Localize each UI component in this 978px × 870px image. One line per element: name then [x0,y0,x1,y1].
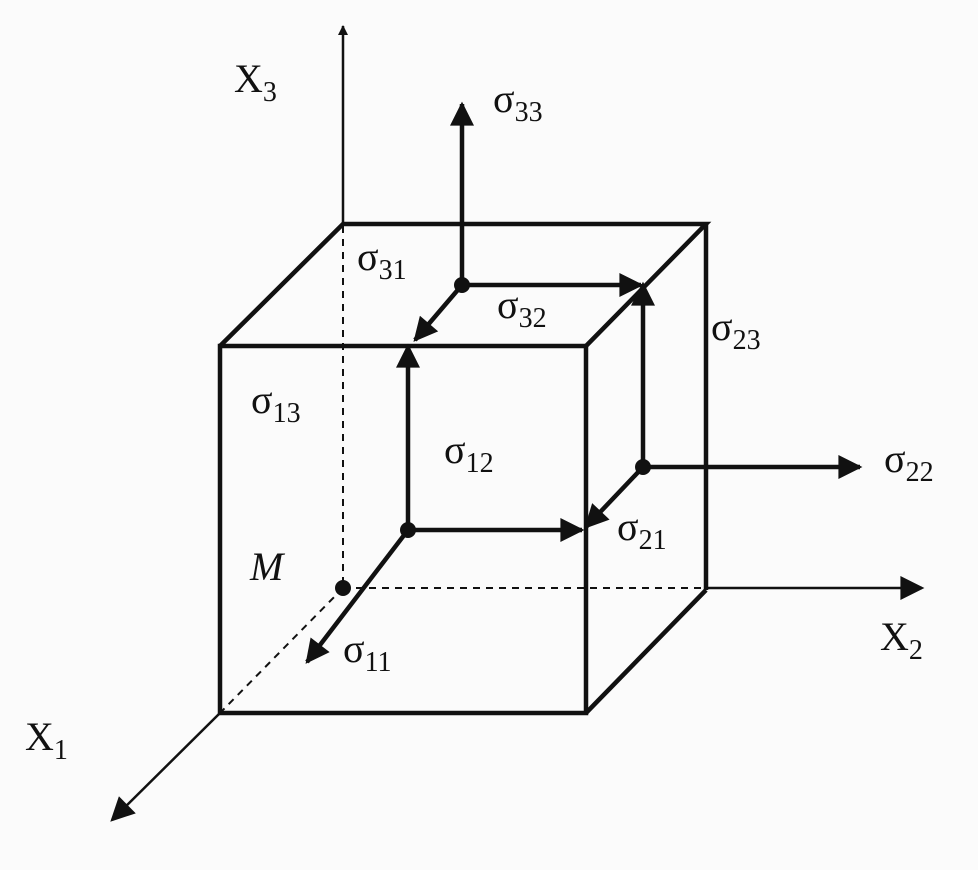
label-sigma-32: σ32 [497,282,547,334]
x1-axis-hidden [219,587,344,714]
label-sigma-33: σ33 [493,76,543,128]
label-sigma-11: σ11 [343,626,392,678]
stress-arrows [305,101,863,664]
label-sigma-22: σ22 [884,436,934,488]
label-sigma-21: σ21 [617,504,667,556]
label-x3: X3 [234,56,277,108]
label-sigma-23: σ23 [711,304,761,356]
x1-axis [110,712,221,822]
origin-point-m [335,580,351,596]
label-origin-m: M [249,544,286,589]
arrow-sigma-31 [413,283,464,342]
label-sigma-12: σ12 [444,427,494,479]
arrow-sigma-11 [305,528,410,664]
cube-bottom-right-edge [584,588,708,715]
point-x2-face [635,459,651,475]
label-x1: X1 [25,714,68,766]
point-x3-face [454,277,470,293]
arrow-sigma-21 [584,465,645,529]
label-sigma-31: σ31 [357,234,407,286]
point-x1-face [400,522,416,538]
label-x2: X2 [880,614,923,666]
label-sigma-13: σ13 [251,377,301,429]
